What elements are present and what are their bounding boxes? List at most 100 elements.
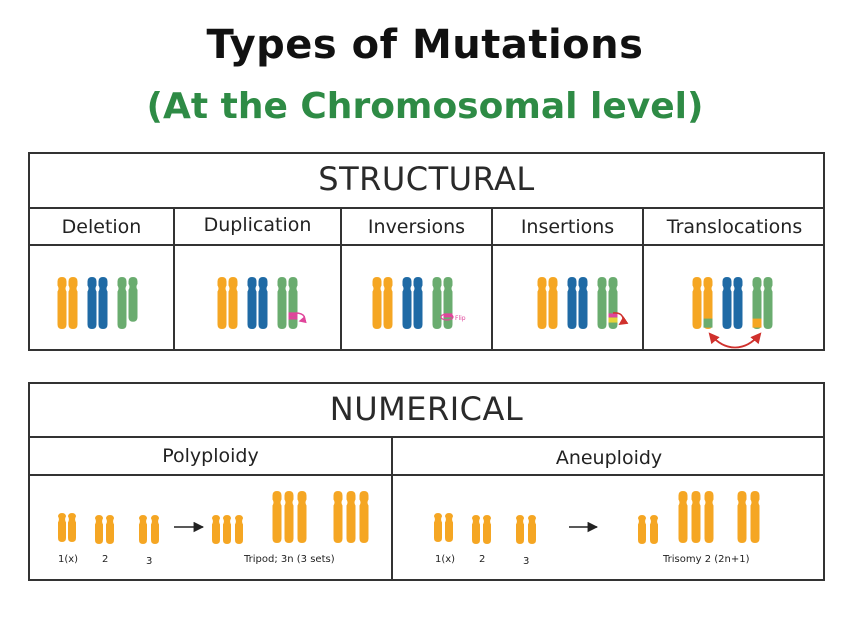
chromosome-orange (228, 277, 238, 329)
chromosome (483, 515, 491, 544)
poly-label-1: 1(x) (58, 554, 78, 565)
divider (642, 209, 644, 351)
label-translocations: Translocations (666, 216, 803, 238)
aneu-label-1: 1(x) (435, 554, 455, 565)
chromosome-orange (537, 277, 547, 329)
chromosome (235, 515, 243, 544)
chromosome (638, 515, 646, 544)
divider (340, 209, 342, 351)
chromosome (139, 515, 147, 544)
insert-band (608, 317, 618, 323)
chromosome-blue (722, 277, 732, 329)
chromosome-orange (217, 277, 227, 329)
poly-label-3: 3 (146, 556, 152, 567)
chromosome-green-translocated (752, 277, 762, 329)
duplicated-band (288, 316, 298, 320)
chromosome-blue (258, 277, 268, 329)
chromosome-green (597, 277, 607, 329)
chromosome (678, 491, 688, 543)
inverted-band (443, 313, 453, 318)
chromosome (737, 491, 747, 543)
label-inversions: Inversions (367, 216, 466, 238)
chromosome-orange (548, 277, 558, 329)
chromosome-green (432, 277, 442, 329)
aneu-label-2: 2 (479, 554, 485, 565)
divider (30, 436, 823, 438)
page-title: Types of Mutations (206, 22, 644, 68)
chromosome (346, 491, 356, 543)
chromosome-blue (247, 277, 257, 329)
translocated-segment (752, 318, 762, 328)
chromosome (691, 491, 701, 543)
divider (173, 209, 175, 351)
divider (30, 474, 823, 476)
chromosome (297, 491, 307, 543)
chromosome-blue (87, 277, 97, 329)
inversion-flip-label: Flip (455, 315, 466, 322)
chromosome-blue (733, 277, 743, 329)
duplicated-band (288, 312, 298, 317)
chromosome (151, 515, 159, 544)
chromosome (212, 515, 220, 544)
numerical-panel: NUMERICAL Polyploidy Aneuploidy (28, 382, 825, 581)
chromosome (284, 491, 294, 543)
chromosome-orange (68, 277, 78, 329)
insert-band (608, 313, 618, 318)
chromosome-blue (413, 277, 423, 329)
chromosome (434, 513, 442, 542)
chromosome (750, 491, 760, 543)
chromosome-blue (402, 277, 412, 329)
chromosome (95, 515, 103, 544)
aneu-label-3: 3 (523, 556, 529, 567)
chromosome (58, 513, 66, 542)
inversion-flip-loop (440, 313, 454, 321)
poly-label-2: 2 (102, 554, 108, 565)
translocated-segment (703, 318, 713, 328)
chromosome-orange-translocated (703, 277, 713, 329)
chromosome (650, 515, 658, 544)
aneu-result-label: Trisomy 2 (2n+1) (662, 554, 750, 565)
chromosome (528, 515, 536, 544)
chromosome-green (117, 277, 127, 329)
chromosome (68, 513, 76, 542)
chromosome (333, 491, 343, 543)
divider (30, 207, 823, 209)
chromosome-green-inverted (443, 277, 453, 329)
chromosome-orange (383, 277, 393, 329)
chromosome-blue (98, 277, 108, 329)
chromosome (516, 515, 524, 544)
label-deletion: Deletion (61, 216, 142, 238)
duplication-arrow (295, 312, 307, 324)
label-aneuploidy: Aneuploidy (555, 447, 663, 469)
chromosome-blue (578, 277, 588, 329)
label-duplication: Duplication (203, 214, 312, 236)
translocation-arrow (708, 332, 762, 349)
chromosome-green (763, 277, 773, 329)
chromosome (223, 515, 231, 544)
chromosome (272, 491, 282, 543)
chromosome-orange (372, 277, 382, 329)
chromosome (704, 491, 714, 543)
chromosome (445, 513, 453, 542)
chromosome-orange (57, 277, 67, 329)
divider (391, 438, 393, 581)
label-insertions: Insertions (520, 216, 615, 238)
divider (30, 244, 823, 246)
chromosome-orange (692, 277, 702, 329)
insertion-arrow (612, 312, 629, 326)
page-subtitle: (At the Chromosomal level) (146, 86, 704, 127)
structural-heading: STRUCTURAL (318, 160, 535, 198)
chromosome-blue (567, 277, 577, 329)
poly-result-label: Tripod; 3n (3 sets) (243, 554, 335, 565)
chromosome (106, 515, 114, 544)
numerical-heading: NUMERICAL (329, 390, 524, 428)
chromosome-green-deleted (128, 277, 138, 322)
chromosome-green (277, 277, 287, 329)
divider (491, 209, 493, 351)
chromosome-green-duplicated (288, 277, 298, 329)
label-polyploidy: Polyploidy (162, 445, 259, 467)
chromosome (472, 515, 480, 544)
chromosome (359, 491, 369, 543)
structural-panel: STRUCTURAL Deletion Duplication Inversio… (28, 152, 825, 351)
